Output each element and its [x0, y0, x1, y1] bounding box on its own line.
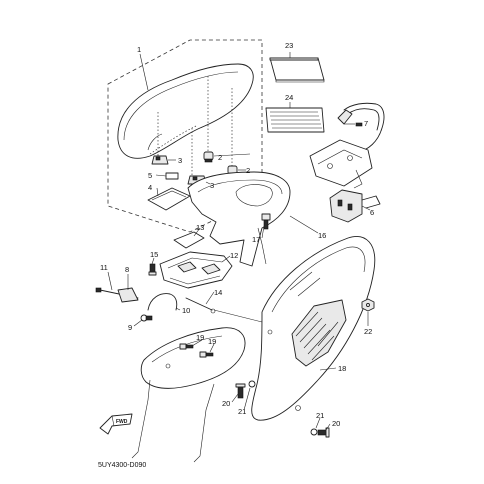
callout-15: 15: [150, 250, 158, 259]
storage-compartment: [187, 171, 291, 267]
callout-5: 5: [148, 171, 152, 180]
cover-collar-left: [248, 380, 256, 388]
callout-3-lower: 3: [210, 181, 214, 190]
callout-10: 10: [182, 306, 190, 315]
washer-bolt: [140, 314, 153, 322]
callout-19-a: 19: [196, 333, 204, 342]
cover-plate: [173, 231, 205, 249]
small-bolt: [148, 263, 157, 276]
owners-manual: [269, 57, 325, 83]
callout-6: 6: [370, 208, 374, 217]
cover-bolt-left: [235, 383, 246, 399]
fwd-arrow-icon: FWD: [99, 413, 133, 435]
callout-8: 8: [125, 265, 129, 274]
callout-7: 7: [364, 119, 368, 128]
callout-20-left: 20: [222, 399, 230, 408]
rear-cover: [251, 236, 376, 421]
callout-21-left: 21: [238, 407, 246, 416]
wire-clamp: [185, 297, 213, 311]
cover-nut: [361, 298, 375, 312]
callout-23: 23: [285, 41, 293, 50]
callout-22: 22: [364, 327, 372, 336]
callout-13: 13: [196, 223, 204, 232]
battery-hold-bracket: [95, 287, 139, 303]
grab-rail: [337, 102, 385, 153]
leader-lines: [107, 52, 371, 431]
seat-bracket-upper: [151, 155, 169, 165]
callout-21-right: 21: [316, 411, 324, 420]
callout-17: 17: [252, 235, 260, 244]
tail-light-bracket: [329, 189, 381, 223]
callout-24: 24: [285, 93, 293, 102]
callout-14: 14: [214, 288, 222, 297]
seat-damper-upper: [203, 151, 214, 163]
battery-band: [147, 293, 178, 311]
callout-18: 18: [338, 364, 346, 373]
callout-2-lower: 2: [246, 166, 250, 175]
label-sheet: [265, 107, 325, 133]
seat: [117, 63, 254, 159]
callout-2-upper: 2: [218, 153, 222, 162]
side-cover-bolt-b: [199, 351, 214, 358]
seat-pad: [165, 172, 179, 180]
cover-bolt-right: [317, 427, 330, 438]
callout-labels: 1 2 2 3 3 4 5 6 7 8 9 10 11 12 13 14 15 …: [100, 41, 374, 428]
side-cover: [131, 327, 246, 463]
callout-4: 4: [148, 183, 152, 192]
callout-1: 1: [137, 45, 141, 54]
diagram-code: 5UY4300-D090: [98, 462, 146, 469]
callout-16: 16: [318, 231, 326, 240]
side-cover-bolt-a: [179, 343, 194, 350]
battery-box: [159, 251, 233, 289]
rear-frame-bracket: [309, 139, 373, 189]
seat-assembly-boundary: [107, 39, 263, 233]
compartment-screw: [261, 213, 271, 230]
callout-3-upper: 3: [178, 156, 182, 165]
callout-19-b: 19: [208, 337, 216, 346]
callout-20-right: 20: [332, 419, 340, 428]
callout-12: 12: [230, 251, 238, 260]
fwd-label: FWD: [116, 419, 128, 425]
callout-9: 9: [128, 323, 132, 332]
cover-collar-right: [310, 428, 318, 436]
callout-11: 11: [100, 263, 108, 272]
